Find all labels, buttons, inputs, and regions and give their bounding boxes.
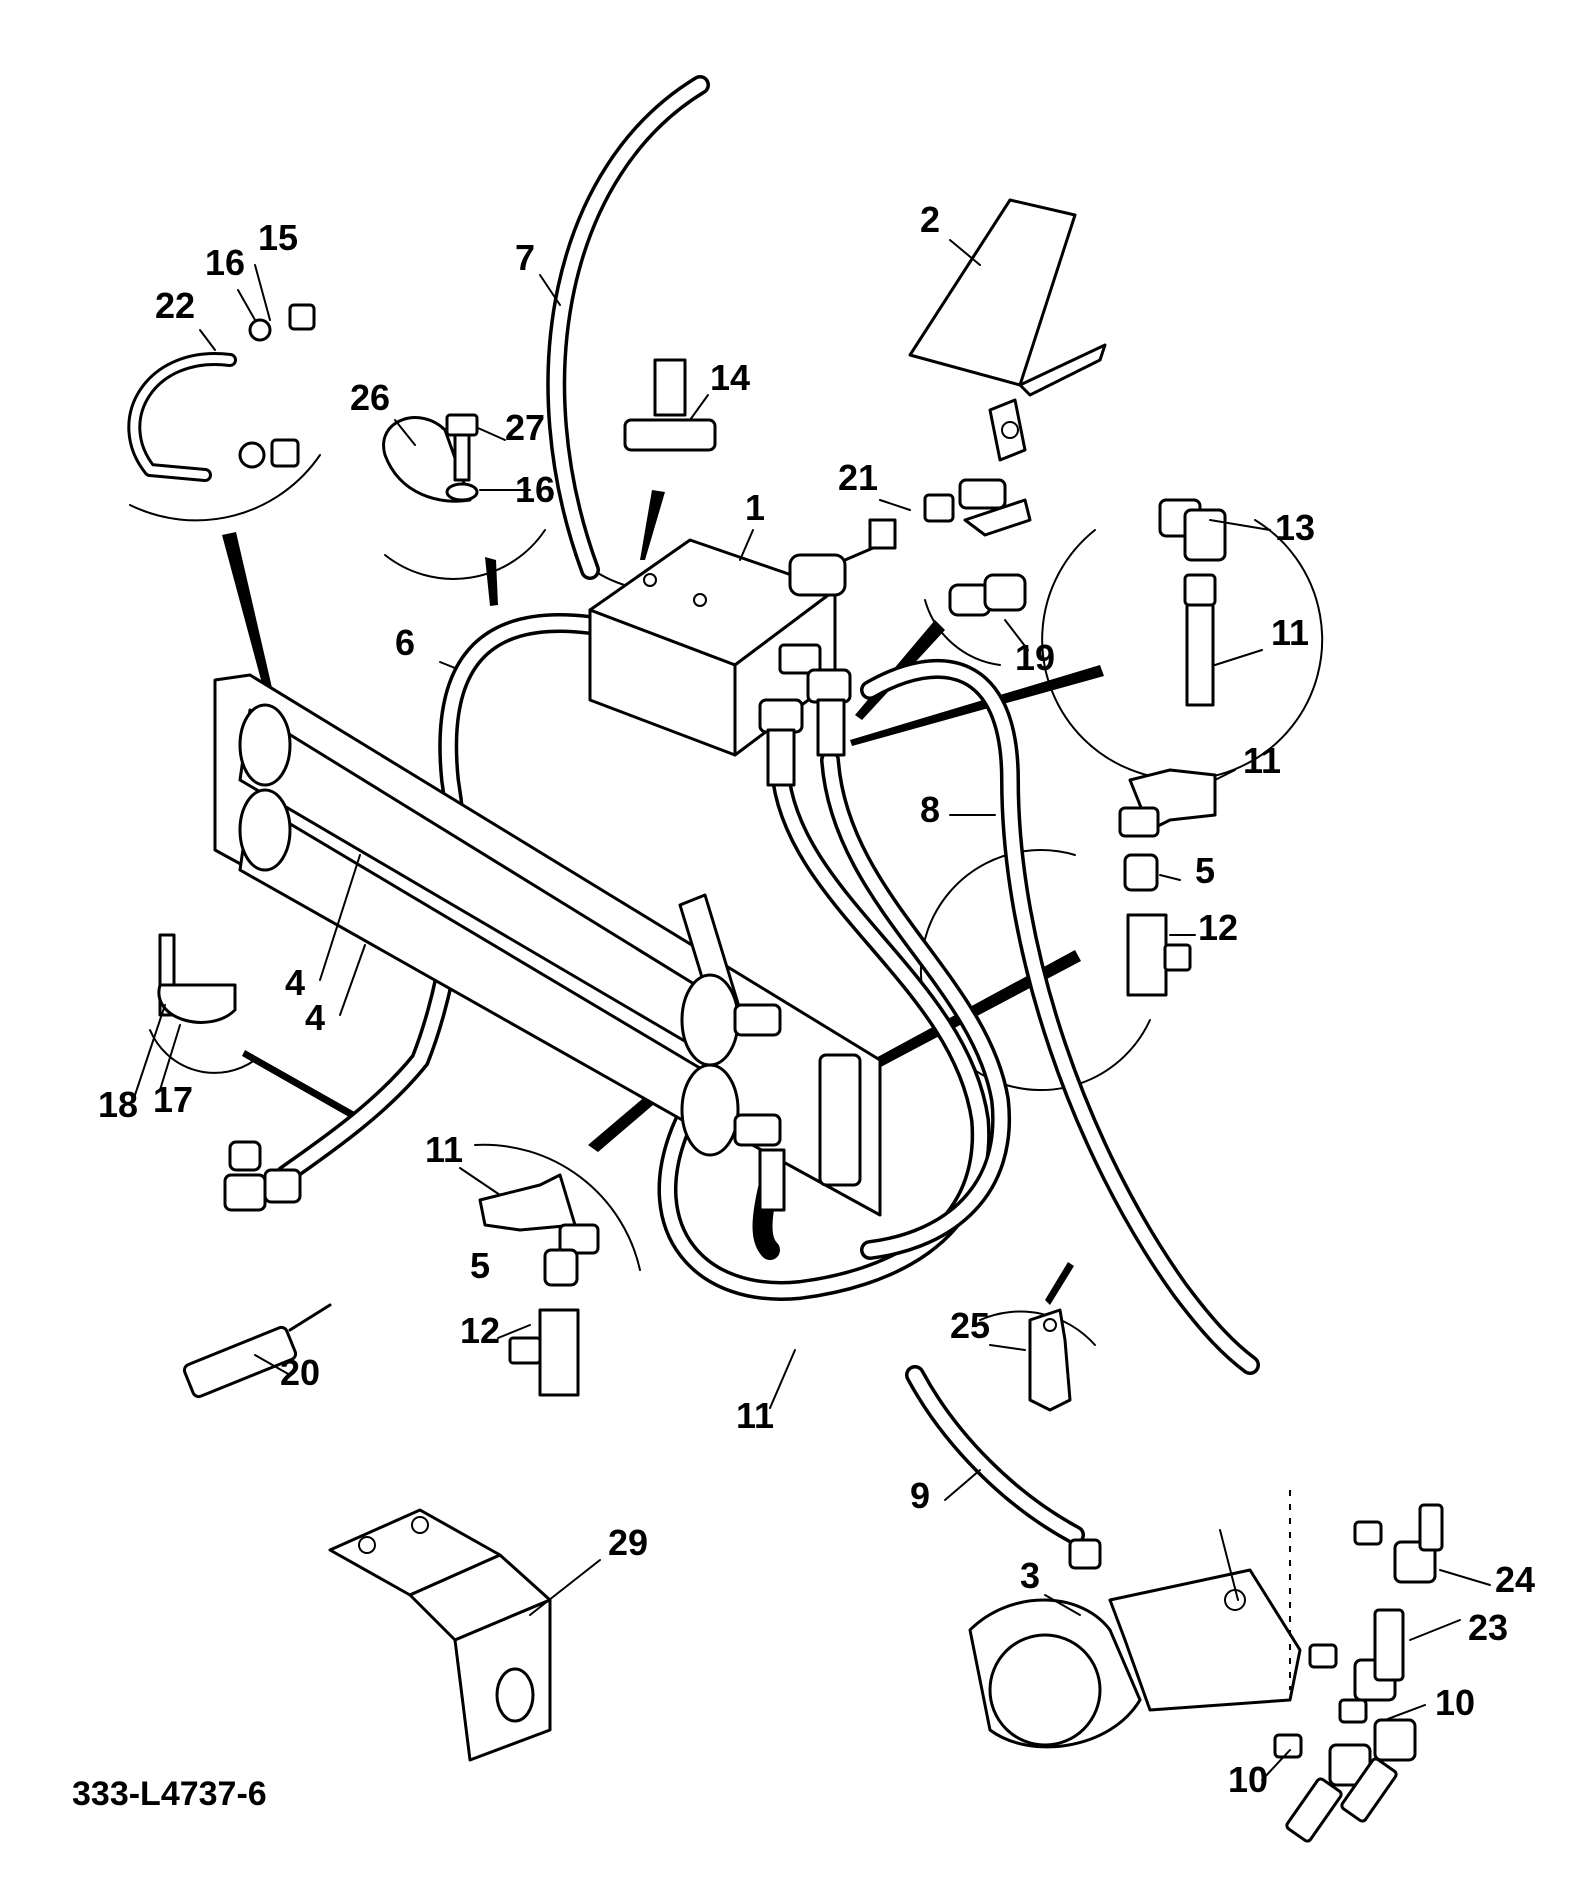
fittings-near-cylinder [223,1140,302,1212]
callout-c29: 29 [608,1522,648,1563]
fittings-11-5-12-left [478,1173,600,1397]
callout-c11b: 11 [1243,740,1281,781]
callout-c11d: 11 [736,1395,774,1436]
elbow-13 [1158,498,1227,707]
callout-c24: 24 [1495,1559,1535,1600]
callout-c5a: 5 [1195,850,1215,891]
callout-c16b: 16 [515,469,555,510]
callout-c27: 27 [505,407,545,448]
callout-c7: 7 [515,237,535,278]
callout-c5b: 5 [470,1245,490,1286]
pump-3 [968,1538,1302,1749]
callout-c9: 9 [910,1475,930,1516]
callout-c4b: 4 [305,997,325,1038]
u-bolt-22 [127,303,316,482]
drawing-number: 333-L4737-6 [72,1775,267,1813]
callout-c21: 21 [838,457,878,498]
callout-c25: 25 [950,1305,990,1346]
callout-c15: 15 [258,217,298,258]
callout-c8: 8 [920,789,940,830]
fitting-19 [948,573,1027,617]
callout-c6: 6 [395,622,415,663]
clip-25 [1028,1308,1072,1412]
callout-c23: 23 [1468,1607,1508,1648]
callout-c17: 17 [153,1079,193,1120]
bracket-29 [328,1508,552,1762]
callout-c18: 18 [98,1084,138,1125]
callout-c10b: 10 [1228,1759,1268,1800]
callout-c11c: 11 [425,1129,463,1170]
callout-c13: 13 [1275,507,1315,548]
callout-leaders [134,239,1491,1781]
callout-c22: 22 [155,285,195,326]
callout-c19: 19 [1015,637,1055,678]
callout-c14: 14 [710,357,750,398]
tie-17-18 [157,933,237,1024]
callout-c4a: 4 [285,962,305,1003]
pedal-plate [908,198,1107,462]
callout-c26: 26 [350,377,390,418]
callout-c12a: 12 [1198,907,1238,948]
callout-c1: 1 [745,487,765,528]
cylinder-assembly [213,673,882,1217]
callout-c16a: 16 [205,242,245,283]
valve-block [588,478,1032,787]
callout-labels: 1234455678910101111111112121314151616171… [98,199,1535,1800]
callout-c11a: 11 [1271,612,1309,653]
fittings-10-23-24 [1273,1490,1444,1843]
callout-c12b: 12 [460,1310,500,1351]
callout-c10a: 10 [1435,1682,1475,1723]
tee-14 [623,358,717,452]
callout-c2: 2 [920,199,940,240]
fittings-11-5-12-right [1118,768,1217,997]
callout-c3: 3 [1020,1555,1040,1596]
tool-20 [182,1303,332,1399]
callout-c20: 20 [280,1352,320,1393]
clamp-26-27-16 [382,413,479,503]
